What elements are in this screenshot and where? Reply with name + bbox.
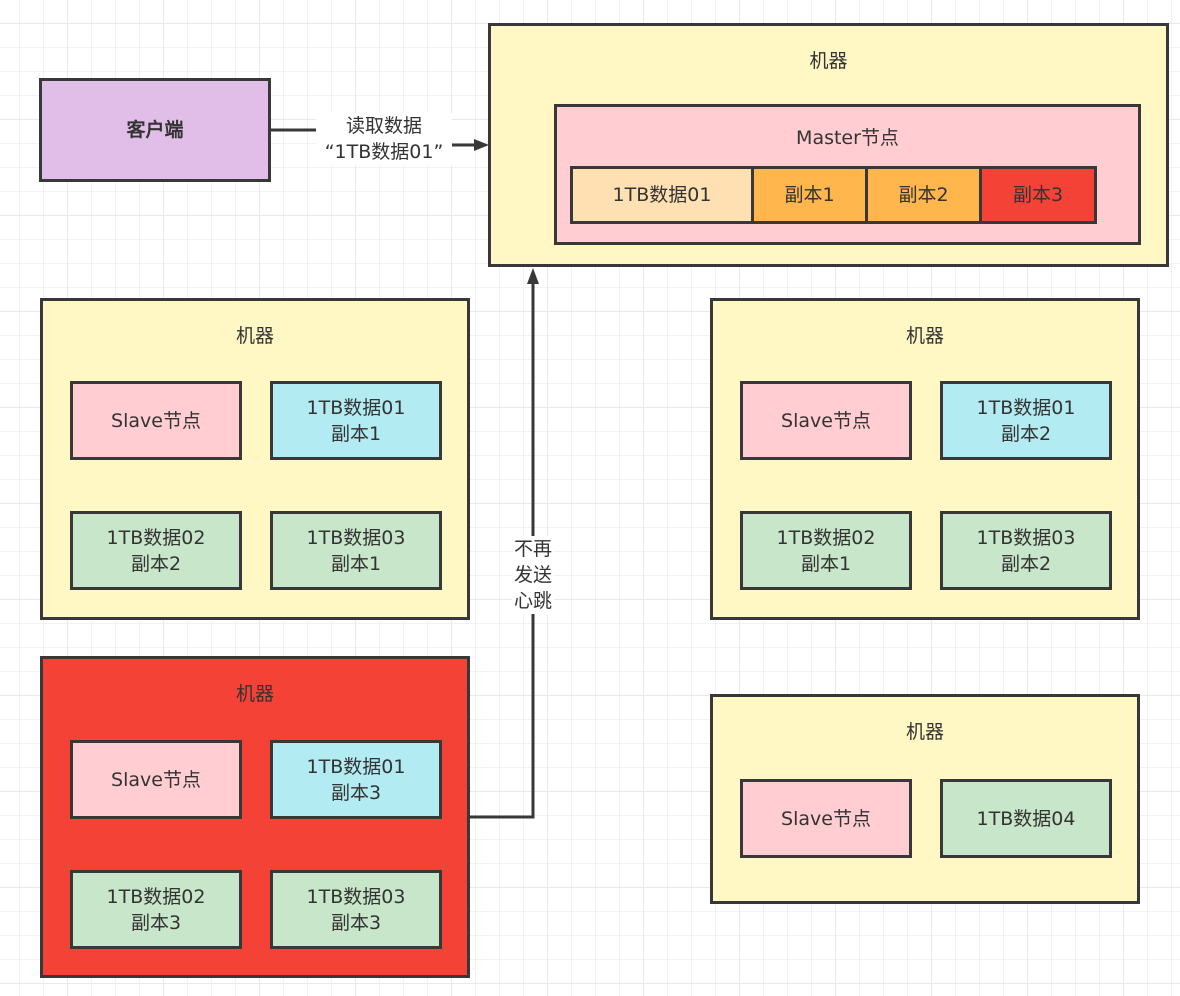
replica-block-1[interactable]: 副本1 (751, 166, 868, 224)
arrowhead-icon (527, 268, 539, 284)
slave-machine-4[interactable]: 机器 Slave节点 1TB数据04 (710, 694, 1140, 904)
data-block[interactable]: 1TB数据04 (940, 779, 1112, 858)
master-machine[interactable]: 机器 Master节点 1TB数据01 副本1 副本2 副本3 (488, 23, 1169, 267)
replica-block-2[interactable]: 副本2 (865, 166, 982, 224)
machine-title: 机器 (235, 683, 274, 705)
master-node-title: Master节点 (796, 127, 899, 149)
master-node[interactable]: Master节点 1TB数据01 副本1 副本2 副本3 (554, 104, 1141, 245)
machine-title: 机器 (235, 325, 274, 347)
slave-node[interactable]: Slave节点 (70, 740, 242, 819)
client-box[interactable]: 客户端 (39, 78, 271, 182)
machine-title: 机器 (809, 50, 848, 72)
slave-node[interactable]: Slave节点 (740, 779, 912, 858)
slave-node[interactable]: Slave节点 (70, 381, 242, 460)
slave-node[interactable]: Slave节点 (740, 381, 912, 460)
machine-title: 机器 (905, 325, 944, 347)
primary-block[interactable]: 1TB数据01 (570, 166, 754, 224)
arrowhead-icon (474, 139, 489, 151)
machine-title: 机器 (905, 721, 944, 743)
read-request-label: 读取数据 “1TB数据01” (316, 113, 452, 165)
client-label: 客户端 (126, 119, 184, 141)
replica-block-3-lost[interactable]: 副本3 (979, 166, 1097, 224)
heartbeat-label: 不再 发送 心跳 (512, 536, 554, 614)
